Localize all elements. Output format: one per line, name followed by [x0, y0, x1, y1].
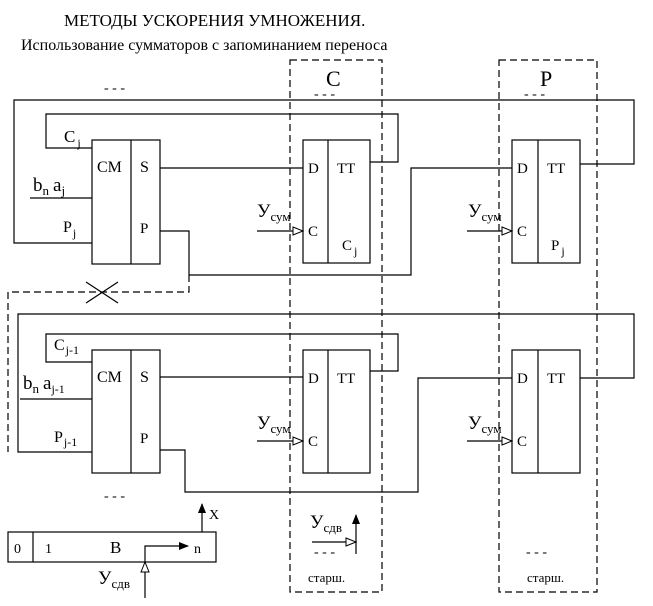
- diagram-subtitle: Использование сумматоров с запоминанием …: [21, 37, 387, 54]
- adder-j-1-carry-in-label: Cj-1: [54, 337, 79, 357]
- register-c-msb-label: старш.: [308, 570, 345, 585]
- adder-j-p-in-label: Pj: [63, 219, 76, 240]
- trigger-c-j-d: D: [308, 161, 319, 177]
- row1-wiring: [7, 99, 635, 452]
- register-c-label: C: [326, 66, 341, 91]
- register-p-label: P: [540, 66, 552, 91]
- trigger-p-j-tt: TT: [547, 161, 565, 177]
- adder-bottom-dots: - - -: [104, 489, 125, 504]
- register-c-shift-dots: - - -: [314, 545, 335, 560]
- register-p-bottom-dots: - - -: [526, 545, 547, 560]
- register-b-bit-1: 1: [45, 542, 52, 557]
- trigger-c-j-1: D TT C: [302, 349, 371, 474]
- adder-j-1-p-output: P: [140, 431, 148, 447]
- trigger-c-j-tt: TT: [337, 161, 355, 177]
- adder-j-1-cm: CM: [97, 369, 122, 386]
- trigger-p-j-clock-label: Усум: [468, 201, 502, 224]
- adder-j-p-output: P: [140, 221, 148, 237]
- adder-j-1-s-output: S: [140, 369, 149, 386]
- trigger-p-j-1-clock-label: Усум: [468, 413, 502, 436]
- trigger-c-j-clock-label: Усум: [257, 201, 291, 224]
- adder-j: CM S P: [91, 139, 161, 265]
- adder-j-cm: CM: [97, 159, 122, 176]
- adder-j-1: CM S P: [91, 349, 161, 474]
- register-c-dots: - - -: [314, 87, 335, 102]
- register-b-shift-label: Усдв: [98, 568, 130, 591]
- adder-j-s-output: S: [140, 159, 149, 176]
- trigger-c-j-1-d: D: [308, 371, 319, 387]
- register-b: 0 1 B n: [7, 531, 217, 563]
- trigger-c-j-1-clock-label: Усум: [257, 413, 291, 436]
- register-c-frame: [289, 59, 383, 593]
- register-b-bit-n: n: [194, 542, 201, 557]
- trigger-p-j-1-c: C: [517, 434, 527, 450]
- trigger-p-j-1-d: D: [517, 371, 528, 387]
- trigger-c-j-1-c: C: [308, 434, 318, 450]
- adder-j-1-p-in-label: Pj-1: [54, 429, 77, 449]
- trigger-p-j-1-tt: TT: [547, 371, 565, 387]
- trigger-c-j-c: C: [308, 224, 318, 240]
- register-p-frame: [498, 59, 598, 593]
- trigger-p-j-1: D TT C: [511, 349, 581, 474]
- trigger-p-j-c: C: [517, 224, 527, 240]
- diagram-title: МЕТОДЫ УСКОРЕНИЯ УМНОЖЕНИЯ.: [64, 11, 365, 30]
- register-p-dots: - - -: [524, 87, 545, 102]
- register-b-name: B: [110, 538, 121, 557]
- adder-top-dots: - - -: [104, 81, 125, 96]
- register-p-msb-label: старш.: [527, 570, 564, 585]
- row2-wiring: [17, 313, 635, 493]
- trigger-c-j-1-tt: TT: [337, 371, 355, 387]
- register-b-bit-0: 0: [14, 542, 21, 557]
- register-c-shift-label: Усдв: [310, 512, 342, 535]
- register-b-x-label: X: [209, 508, 219, 523]
- trigger-p-j-d: D: [517, 161, 528, 177]
